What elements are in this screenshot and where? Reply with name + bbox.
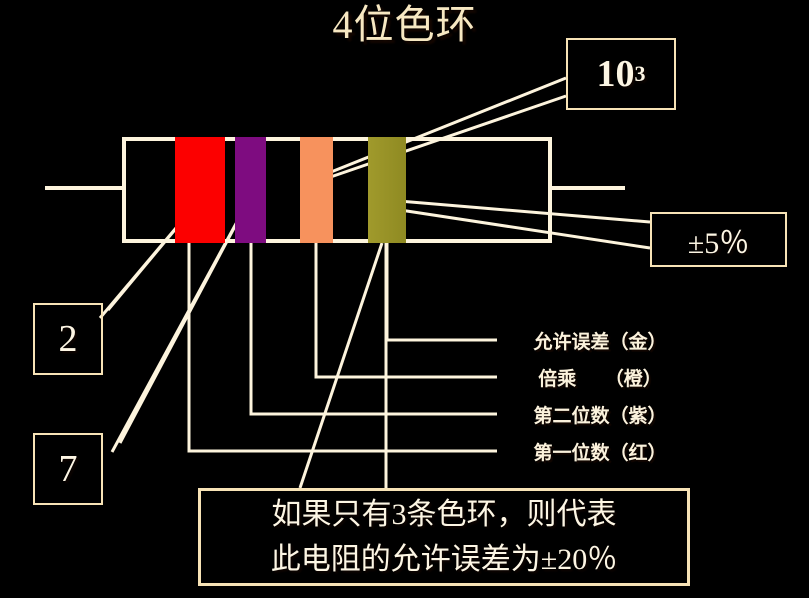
caption-box: 如果只有3条色环，则代表 此电阻的允许误差为±20％ bbox=[198, 488, 690, 586]
page-title: 4位色环 bbox=[332, 2, 477, 47]
legend-row-multiplier: 倍乘 （橙） bbox=[538, 369, 662, 390]
tolerance-value: ±5％ bbox=[687, 226, 750, 260]
lead-wire-right bbox=[550, 186, 625, 190]
caption-line-2: 此电阻的允许误差为±20％ bbox=[270, 543, 618, 576]
caption-line-1: 如果只有3条色环，则代表 bbox=[271, 498, 617, 531]
lead-wire-left bbox=[45, 186, 125, 190]
band-legend: 允许误差（金） 倍乘 （橙） 第二位数（紫） 第一位数（红） bbox=[500, 324, 700, 472]
color-band-violet bbox=[235, 137, 266, 243]
callout-first-digit: 2 bbox=[33, 303, 103, 375]
legend-row-second-digit: 第二位数（紫） bbox=[533, 406, 667, 427]
color-band-gold bbox=[368, 137, 406, 243]
multiplier-base: 10 bbox=[596, 53, 635, 95]
callout-second-digit: 7 bbox=[33, 433, 103, 505]
resistor-body bbox=[122, 137, 552, 243]
legend-row-tolerance: 允许误差（金） bbox=[533, 332, 667, 353]
color-band-orange bbox=[300, 137, 333, 243]
legend-row-first-digit: 第一位数（红） bbox=[533, 443, 667, 464]
multiplier-exponent: 3 bbox=[634, 61, 646, 86]
second-digit-value: 7 bbox=[58, 448, 78, 490]
first-digit-value: 2 bbox=[58, 318, 78, 360]
color-band-red bbox=[175, 137, 225, 243]
callout-tolerance: ±5％ bbox=[650, 212, 787, 267]
